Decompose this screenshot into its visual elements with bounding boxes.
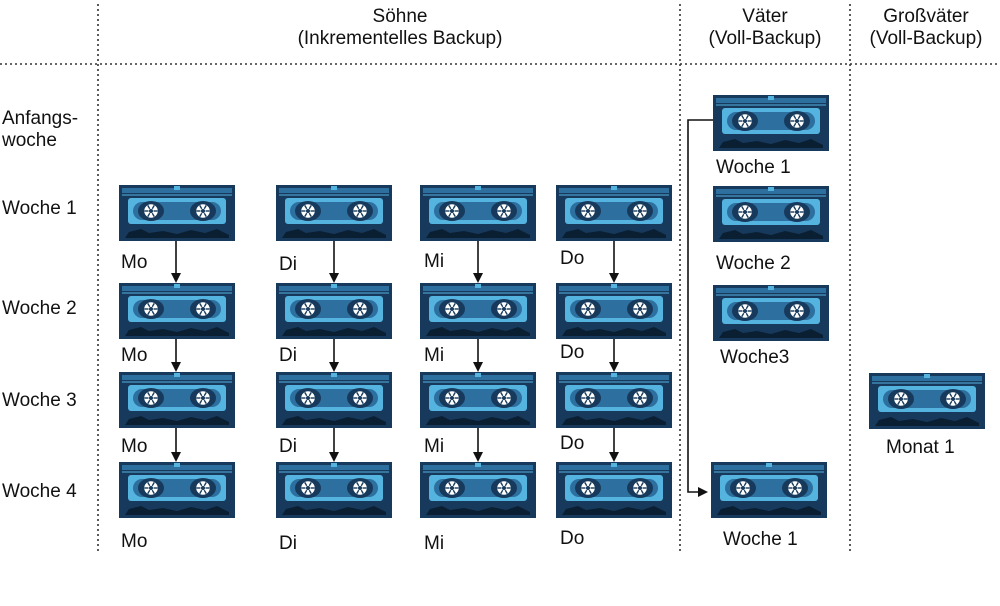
son-tape bbox=[420, 462, 536, 518]
grandfather-tape bbox=[869, 373, 985, 429]
father-label: Woche 1 bbox=[716, 157, 791, 178]
son-tape bbox=[556, 283, 672, 339]
day-label: Mo bbox=[121, 531, 148, 552]
father-rotation-arrow bbox=[687, 119, 713, 497]
header-grandfathers: Großväter (Voll-Backup) bbox=[852, 6, 1000, 50]
header-sons-subtitle: (Inkrementelles Backup) bbox=[297, 28, 503, 49]
header-grandfathers-subtitle: (Voll-Backup) bbox=[869, 28, 983, 49]
father-tape bbox=[713, 285, 829, 341]
grandfather-label: Monat 1 bbox=[886, 437, 955, 458]
day-label: Di bbox=[279, 533, 297, 554]
day-label: Di bbox=[279, 345, 297, 366]
son-tape bbox=[276, 185, 392, 241]
father-tape bbox=[711, 462, 827, 518]
day-label: Di bbox=[279, 254, 297, 275]
header-grandfathers-title: Großväter bbox=[883, 6, 969, 27]
row-label-week-2: Woche 2 bbox=[2, 298, 77, 319]
row-label-week-3: Woche 3 bbox=[2, 390, 77, 411]
son-tape bbox=[276, 462, 392, 518]
header-sons-title: Söhne bbox=[372, 6, 428, 27]
son-tape bbox=[420, 283, 536, 339]
son-tape bbox=[119, 462, 235, 518]
day-label: Di bbox=[279, 436, 297, 457]
day-label: Do bbox=[560, 342, 585, 363]
son-tape bbox=[119, 185, 235, 241]
day-label: Mi bbox=[424, 533, 445, 554]
day-label: Mi bbox=[424, 345, 445, 366]
day-label: Do bbox=[560, 248, 585, 269]
son-tape bbox=[119, 372, 235, 428]
day-label: Mo bbox=[121, 345, 148, 366]
day-label: Mo bbox=[121, 252, 148, 273]
father-label: Woche 1 bbox=[723, 529, 798, 550]
father-tape bbox=[713, 186, 829, 242]
son-tape bbox=[119, 283, 235, 339]
row-label-week-1: Woche 1 bbox=[2, 198, 77, 219]
day-label: Mi bbox=[424, 251, 445, 272]
header-fathers: Väter (Voll-Backup) bbox=[682, 6, 848, 50]
row-label-initial-week: Anfangs- woche bbox=[2, 108, 78, 152]
row-label-initial-line2: woche bbox=[2, 130, 57, 151]
day-label: Mo bbox=[121, 436, 148, 457]
father-label: Woche 2 bbox=[716, 253, 791, 274]
son-tape bbox=[556, 372, 672, 428]
father-tape bbox=[713, 95, 829, 151]
row-label-week-4: Woche 4 bbox=[2, 481, 77, 502]
row-label-initial-line1: Anfangs- bbox=[2, 108, 79, 129]
son-tape bbox=[276, 283, 392, 339]
son-tape bbox=[556, 462, 672, 518]
son-tape bbox=[556, 185, 672, 241]
father-label: Woche3 bbox=[720, 347, 790, 368]
day-label: Mi bbox=[424, 436, 445, 457]
son-tape bbox=[420, 185, 536, 241]
day-label: Do bbox=[560, 528, 585, 549]
header-sons: Söhne (Inkrementelles Backup) bbox=[200, 6, 600, 50]
son-tape bbox=[420, 372, 536, 428]
day-label: Do bbox=[560, 433, 585, 454]
header-fathers-title: Väter bbox=[742, 6, 788, 27]
son-tape bbox=[276, 372, 392, 428]
header-fathers-subtitle: (Voll-Backup) bbox=[708, 28, 822, 49]
